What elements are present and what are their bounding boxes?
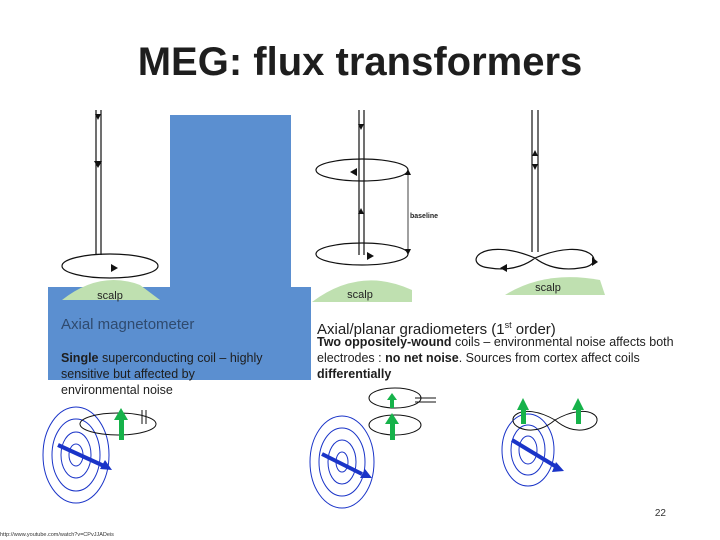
dipole-illustration-right [493,395,618,495]
right-caption-body: Two oppositely-wound coils – environment… [317,334,697,382]
right-caption-bold-1: Two oppositely-wound [317,335,452,349]
right-caption-text-2: coils – environmental noise affects both… [317,335,674,365]
left-caption-body: Single superconducting coil – highly sen… [61,350,266,398]
slide-number: 22 [654,508,666,519]
left-caption-bold: Single [61,351,99,365]
scalp-shape-1 [62,280,160,300]
right-caption-title-post: order) [511,321,556,338]
dipole-illustration-left [42,380,311,504]
right-caption-bold-5: differentially [317,367,392,381]
scalp-label-2: scalp [347,289,373,301]
source-url[interactable]: http://www.youtube.com/watch?v=CPvJJADei… [0,532,114,538]
right-caption-text-4: . Sources from cortex affect coils [458,351,640,365]
scalp-shape-3 [505,277,605,295]
scalp-shape-2 [312,280,412,302]
panel2-background [312,104,447,294]
left-caption-rest: superconducting coil – highly sensitive … [61,351,263,397]
scalp-label-1: scalp [97,290,123,302]
panel1-background [48,104,170,287]
baseline-label: baseline [410,213,438,220]
blue-panel-upper [170,115,291,287]
right-caption-title: Axial/planar gradiometers (1st order) [317,316,556,339]
left-caption-title: Axial magnetometer [61,316,195,333]
right-caption-bold-3: no net noise [385,351,459,365]
scalp-label-3: scalp [535,282,561,294]
magnetometer-coil-diagram [61,110,159,279]
planar-gradiometer-diagram [475,110,598,272]
axial-gradiometer-diagram [315,110,411,266]
right-caption-title-pre: Axial/planar gradiometers (1 [317,321,505,338]
right-caption-title-sup: st [504,320,512,330]
dipole-illustration-middle [292,385,457,509]
slide-title: MEG: flux transformers [137,40,583,84]
